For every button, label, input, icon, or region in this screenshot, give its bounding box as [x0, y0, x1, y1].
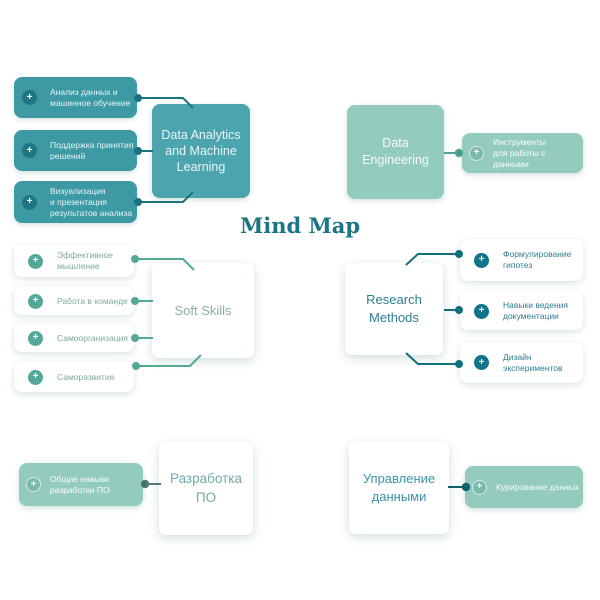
node-data-analytics[interactable]: Data Analytics and Machine Learning: [152, 104, 250, 198]
child-label: Навыки ведения документации: [503, 300, 569, 321]
child-node-self-organization[interactable]: + Самоорганизация: [14, 324, 134, 352]
plus-icon[interactable]: +: [474, 355, 489, 370]
plus-icon[interactable]: +: [26, 477, 41, 492]
child-label: Саморазвитие: [57, 371, 115, 382]
mindmap-title: Mind Map: [239, 213, 361, 238]
child-node-documentation[interactable]: + Навыки ведения документации: [460, 292, 583, 330]
child-node-data-tools[interactable]: + Инструменты для работы с данными: [462, 133, 583, 173]
child-label: Работа в команде: [57, 295, 128, 306]
node-label: Data Analytics and Machine Learning: [161, 127, 241, 175]
child-label: Визуализация и презентация результатов а…: [50, 185, 133, 218]
plus-icon[interactable]: +: [474, 303, 489, 319]
plus-icon[interactable]: +: [22, 194, 37, 210]
plus-icon[interactable]: +: [469, 145, 484, 161]
plus-icon[interactable]: +: [22, 90, 37, 105]
child-node-data-curation[interactable]: + Курирование данных: [465, 466, 583, 508]
child-node-teamwork[interactable]: + Работа в команде: [14, 287, 134, 315]
node-label: Data Engineering: [362, 136, 429, 167]
plus-icon[interactable]: +: [474, 252, 489, 268]
child-node-general-dev-skills[interactable]: + Общие навыки разработки ПО: [19, 463, 143, 506]
node-data-engineering[interactable]: Data Engineering: [347, 105, 444, 199]
node-label: Research Methods: [366, 292, 422, 325]
node-label: Разработка ПО: [170, 471, 242, 505]
child-label: Анализ данных и машинное обучение: [50, 86, 131, 108]
node-soft-skills[interactable]: Soft Skills: [152, 263, 254, 358]
child-label: Эффективное мышление: [57, 250, 113, 271]
node-data-management[interactable]: Управление данными: [349, 442, 449, 534]
node-research-methods[interactable]: Research Methods: [345, 263, 443, 355]
plus-icon[interactable]: +: [28, 369, 43, 385]
plus-icon[interactable]: +: [472, 479, 487, 495]
plus-icon[interactable]: +: [28, 330, 43, 346]
node-label: Управление данными: [362, 471, 436, 504]
child-label: Инструменты для работы с данными: [493, 136, 547, 169]
child-node-visualization[interactable]: + Визуализация и презентация результатов…: [14, 181, 137, 223]
child-node-experiment-design[interactable]: + Дизайн экспериментов: [460, 342, 583, 383]
child-node-self-development[interactable]: + Саморазвитие: [14, 362, 134, 392]
node-software-development[interactable]: Разработка ПО: [159, 442, 253, 535]
child-label: Самоорганизация: [57, 332, 128, 343]
child-label: Поддержка принятия решений: [50, 139, 134, 161]
child-node-hypothesis[interactable]: + Формулирование гипотез: [460, 239, 583, 281]
plus-icon[interactable]: +: [28, 253, 43, 269]
child-label: Общие навыки разработки ПО: [50, 473, 110, 495]
child-label: Дизайн экспериментов: [503, 351, 563, 373]
plus-icon[interactable]: +: [28, 293, 43, 309]
child-node-effective-thinking[interactable]: + Эффективное мышление: [14, 245, 134, 277]
plus-icon[interactable]: +: [22, 143, 37, 158]
child-label: Формулирование гипотез: [503, 249, 572, 270]
connectors-data-engineering: [444, 148, 464, 158]
child-label: Курирование данных: [496, 481, 580, 492]
node-label: Soft Skills: [174, 302, 232, 318]
child-node-decision-support[interactable]: + Поддержка принятия решений: [14, 130, 137, 171]
child-node-analysis-ml[interactable]: + Анализ данных и машинное обучение: [14, 77, 137, 118]
